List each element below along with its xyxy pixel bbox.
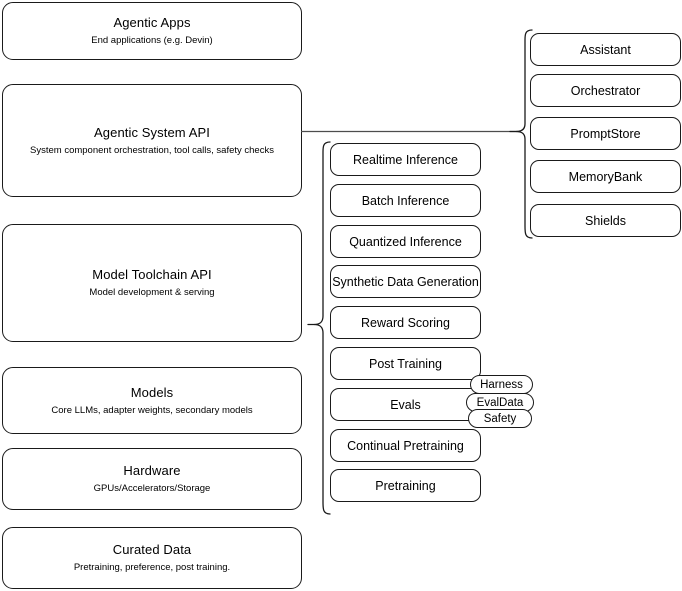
stack-layer-subtitle: Pretraining, preference, post training. bbox=[73, 562, 231, 573]
evals-subcomponent-label: EvalData bbox=[476, 396, 524, 409]
stack-layer-hardware[interactable]: Hardware GPUs/Accelerators/Storage bbox=[2, 448, 302, 510]
connector-agentic-system-api-to-components bbox=[300, 126, 522, 138]
toolchain-component-post-training[interactable]: Post Training bbox=[330, 347, 481, 380]
agentic-system-component-memorybank[interactable]: MemoryBank bbox=[530, 160, 681, 193]
stack-layer-subtitle: GPUs/Accelerators/Storage bbox=[93, 483, 211, 494]
stack-layer-subtitle: Model development & serving bbox=[89, 287, 215, 298]
stack-layer-curated-data[interactable]: Curated Data Pretraining, preference, po… bbox=[2, 527, 302, 589]
stack-layer-agentic-system-api[interactable]: Agentic System API System component orch… bbox=[2, 84, 302, 197]
agentic-system-component-label: Shields bbox=[585, 213, 626, 228]
evals-subcomponent-label: Safety bbox=[483, 412, 517, 425]
toolchain-component-batch-inference[interactable]: Batch Inference bbox=[330, 184, 481, 217]
agentic-system-component-label: Orchestrator bbox=[570, 83, 641, 98]
toolchain-component-quantized-inference[interactable]: Quantized Inference bbox=[330, 225, 481, 258]
agentic-system-component-orchestrator[interactable]: Orchestrator bbox=[530, 74, 681, 107]
stack-layer-title: Model Toolchain API bbox=[92, 267, 212, 282]
stack-layer-subtitle: System component orchestration, tool cal… bbox=[30, 144, 274, 156]
stack-layer-title: Agentic System API bbox=[94, 124, 210, 140]
toolchain-component-evals[interactable]: Evals bbox=[330, 388, 481, 421]
toolchain-component-label: Post Training bbox=[369, 356, 442, 371]
toolchain-component-label: Quantized Inference bbox=[349, 234, 462, 249]
stack-layer-title: Hardware bbox=[123, 463, 181, 478]
stack-layer-agentic-apps[interactable]: Agentic Apps End applications (e.g. Devi… bbox=[2, 2, 302, 60]
toolchain-component-label: Evals bbox=[390, 397, 421, 412]
evals-subcomponent-safety[interactable]: Safety bbox=[468, 409, 532, 428]
toolchain-component-reward-scoring[interactable]: Reward Scoring bbox=[330, 306, 481, 339]
evals-subcomponent-label: Harness bbox=[480, 378, 523, 391]
toolchain-component-label: Realtime Inference bbox=[353, 152, 458, 167]
evals-subcomponent-harness[interactable]: Harness bbox=[470, 375, 533, 394]
stack-layer-subtitle: Core LLMs, adapter weights, secondary mo… bbox=[51, 404, 253, 416]
agentic-system-component-label: MemoryBank bbox=[568, 169, 643, 184]
stack-layer-title: Agentic Apps bbox=[113, 15, 191, 30]
agentic-system-component-promptstore[interactable]: PromptStore bbox=[530, 117, 681, 150]
stack-layer-title: Curated Data bbox=[112, 542, 192, 557]
agentic-system-component-assistant[interactable]: Assistant bbox=[530, 33, 681, 66]
stack-layer-title: Models bbox=[130, 384, 174, 400]
brace-toolchain-components bbox=[306, 140, 332, 520]
toolchain-component-label: Continual Pretraining bbox=[347, 438, 464, 453]
toolchain-component-realtime-inference[interactable]: Realtime Inference bbox=[330, 143, 481, 176]
agentic-system-component-label: Assistant bbox=[580, 42, 631, 57]
toolchain-component-pretraining[interactable]: Pretraining bbox=[330, 469, 481, 502]
agentic-system-component-shields[interactable]: Shields bbox=[530, 204, 681, 237]
toolchain-component-label: Synthetic Data Generation bbox=[332, 274, 479, 289]
toolchain-component-continual-pretraining[interactable]: Continual Pretraining bbox=[330, 429, 481, 462]
toolchain-component-synthetic-data-generation[interactable]: Synthetic Data Generation bbox=[330, 265, 481, 298]
toolchain-component-label: Batch Inference bbox=[361, 193, 450, 208]
toolchain-component-label: Pretraining bbox=[375, 478, 436, 493]
stack-layer-subtitle: End applications (e.g. Devin) bbox=[91, 35, 213, 46]
stack-layer-models[interactable]: Models Core LLMs, adapter weights, secon… bbox=[2, 367, 302, 434]
toolchain-component-label: Reward Scoring bbox=[361, 315, 450, 330]
stack-layer-model-toolchain-api[interactable]: Model Toolchain API Model development & … bbox=[2, 224, 302, 342]
agentic-system-component-label: PromptStore bbox=[570, 126, 641, 141]
